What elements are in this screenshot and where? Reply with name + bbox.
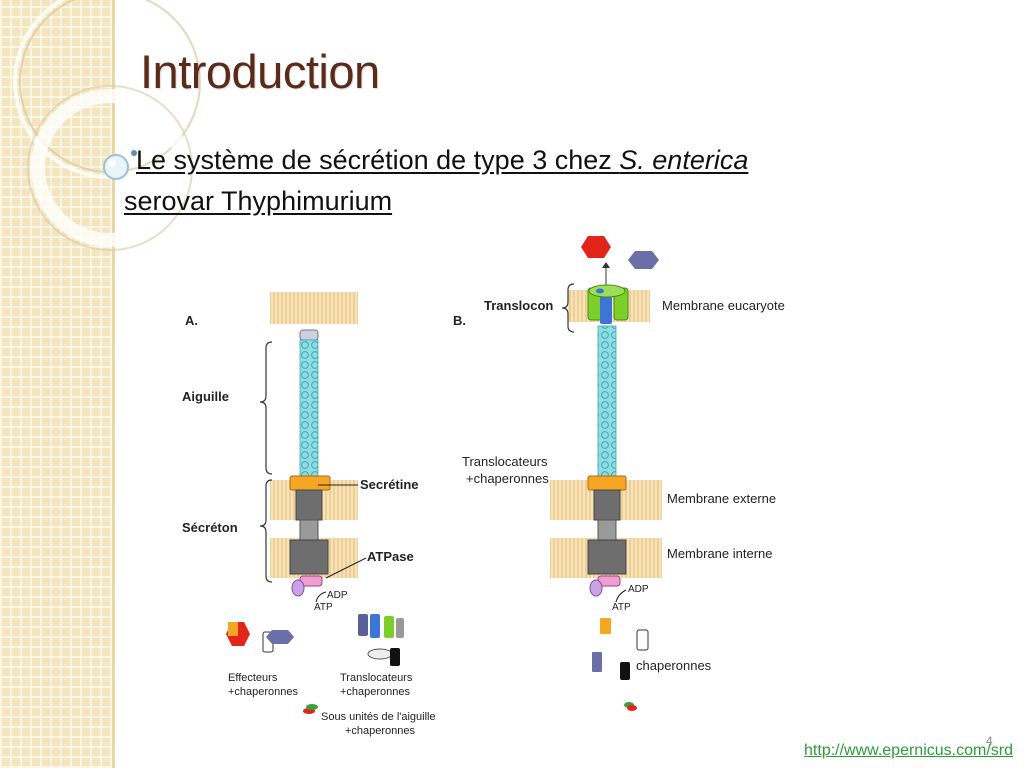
rod-a (299, 519, 319, 541)
bullet-line-2: serovar Thyphimurium (124, 186, 393, 216)
arrow-atp-b (615, 589, 627, 603)
needle-a (299, 339, 319, 481)
label-sous-unites-1: Sous unités de l'aiguille (321, 711, 436, 723)
label-secreton: Sécréton (182, 520, 238, 535)
source-link[interactable]: http://www.epernicus.com/srd (804, 742, 1013, 759)
slide-title: Introduction (140, 45, 380, 98)
t3ss-figure: A. Aiguille Sécréton Secrétine ATPase AD… (182, 236, 785, 737)
panel-a: A. Aiguille Sécréton Secrétine ATPase AD… (182, 292, 436, 737)
bullet-icon (131, 150, 137, 156)
bullet-text-italic: S. enterica (619, 145, 749, 175)
secreted-effector-purple-icon (628, 251, 659, 269)
ring-lower-b (587, 539, 627, 575)
label-membrane-externe: Membrane externe (667, 491, 776, 506)
needle-tip-a (299, 329, 319, 341)
label-atp-a: ATP (314, 602, 333, 613)
chaperone-black-icon (390, 648, 400, 666)
atpase-base-a (291, 579, 305, 597)
label-translocateurs-a-2: +chaperonnes (340, 686, 411, 698)
atpase-base-b (589, 579, 603, 597)
secreted-effector-red-icon (581, 236, 611, 258)
arrow-atp-a (315, 591, 327, 603)
label-secretine: Secrétine (360, 477, 419, 492)
translocon-blue (600, 296, 612, 324)
chaperone-red-b-icon (627, 705, 637, 711)
panel-a-label: A. (185, 313, 198, 328)
chaperone-white-b-icon (636, 629, 649, 651)
label-translocateurs-a-1: Translocateurs (340, 672, 413, 684)
label-membrane-interne: Membrane interne (667, 546, 773, 561)
label-chaperonnes: chaperonnes (636, 658, 712, 673)
chaperone-orange-icon (600, 618, 611, 634)
label-translocon: Translocon (484, 298, 553, 313)
translocator-grey-icon (396, 618, 404, 638)
label-atpase: ATPase (367, 549, 414, 564)
subunit-green-icon (306, 704, 318, 710)
bullet-line-1: Le système de sécrétion de type 3 chez S… (124, 140, 944, 181)
rod-b (597, 519, 617, 541)
label-sous-unites-2: +chaperonnes (345, 725, 416, 737)
membrane-top-a (270, 292, 358, 324)
label-effecteurs-2: +chaperonnes (228, 686, 299, 698)
effector-chaperone-icon (228, 622, 238, 636)
translocator-green-icon (384, 616, 394, 638)
chaperone-black-b-icon (620, 662, 630, 680)
label-aiguille: Aiguille (182, 389, 229, 404)
label-translocateurs-b-1: Translocateurs (462, 454, 548, 469)
needle-b (597, 325, 617, 477)
label-translocateurs-b-2: +chaperonnes (466, 471, 549, 486)
slide-number: 4 (986, 734, 993, 748)
label-atp-b: ATP (612, 602, 631, 613)
panel-b: B. Translocon Membrane eucaryote Translo… (453, 236, 785, 711)
bullet-text: Le système de sécrétion de type 3 chez (136, 145, 620, 175)
arrow-secretion-head (602, 262, 610, 268)
secretin-a (289, 475, 331, 491)
arrow-atpase (325, 557, 367, 579)
brace-aiguille (259, 341, 273, 475)
translocator-disc-icon (367, 648, 393, 660)
label-effecteurs-1: Effecteurs (228, 672, 278, 684)
bullet-point: Le système de sécrétion de type 3 chez S… (124, 140, 944, 222)
brace-secreton (259, 479, 273, 583)
secretin-b (587, 475, 627, 491)
effector-purple-icon (266, 630, 294, 644)
decorative-circles (13, 0, 207, 251)
translocon-top-blue (596, 288, 604, 294)
label-adp-b: ADP (628, 584, 649, 595)
translocon-top (588, 284, 626, 298)
chaperone-purple-b-icon (592, 652, 602, 672)
translocator-blue-icon (370, 614, 380, 638)
panel-b-label: B. (453, 313, 466, 328)
label-adp-a: ADP (327, 590, 348, 601)
ring-upper-b (593, 489, 621, 521)
translocator-purple-icon (358, 614, 368, 636)
ring-upper-a (295, 489, 323, 521)
label-membrane-eucaryote: Membrane eucaryote (662, 298, 785, 313)
ring-lower-a (289, 539, 329, 575)
brace-translocon (561, 283, 575, 333)
